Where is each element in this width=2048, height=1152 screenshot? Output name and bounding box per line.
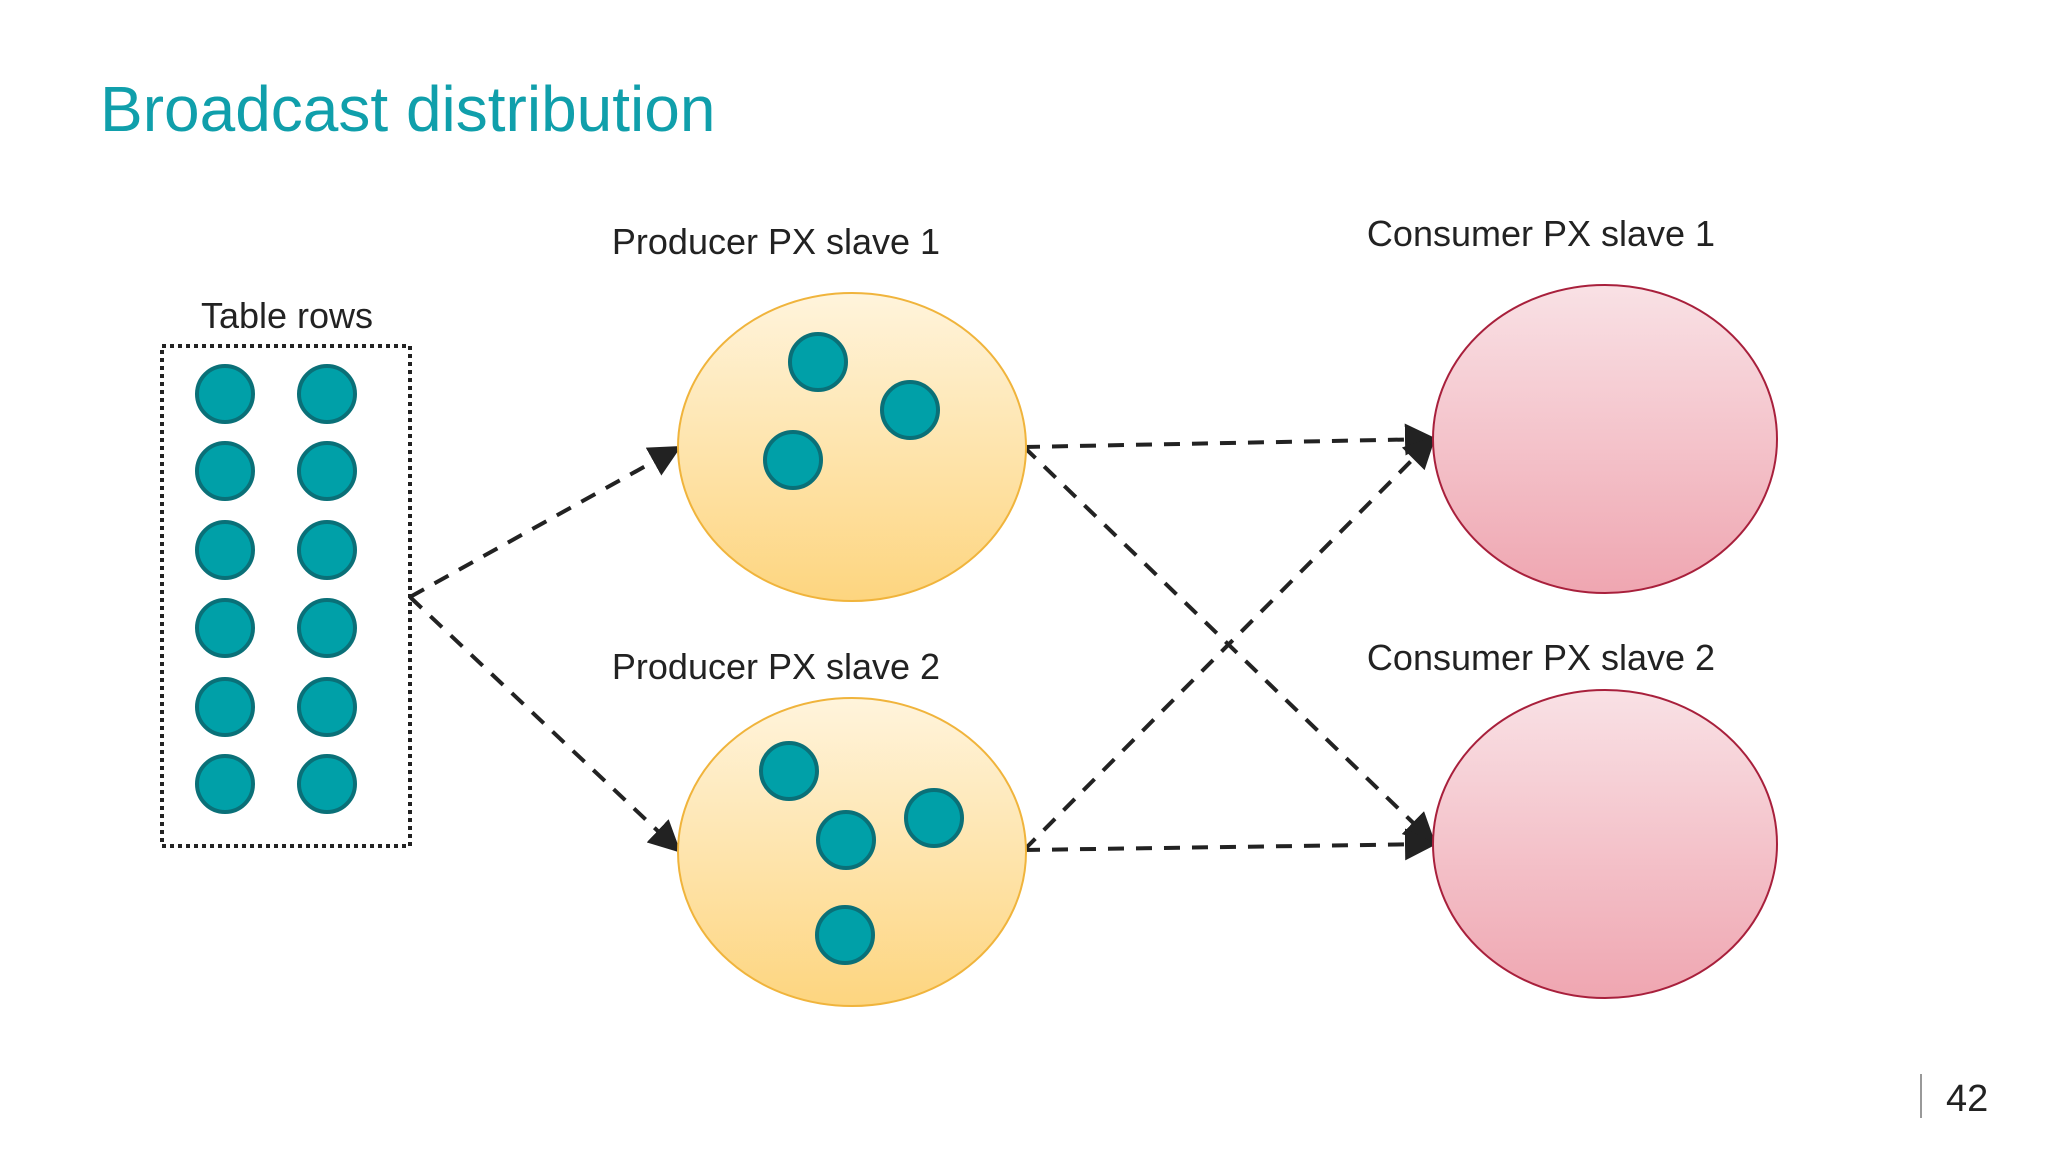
arrow-table-to-producer1 xyxy=(409,446,682,599)
consumer1-label: Consumer PX slave 1 xyxy=(1366,213,1716,254)
row-dot xyxy=(297,677,357,737)
row-dot xyxy=(195,441,255,501)
page-number-divider xyxy=(1920,1074,1922,1118)
row-dot xyxy=(195,520,255,580)
row-dot xyxy=(195,364,255,424)
producer1-node xyxy=(677,292,1027,602)
table-rows-label: Table rows xyxy=(200,295,374,336)
row-dot xyxy=(763,430,823,490)
arrows xyxy=(408,423,1437,861)
slide-title: Broadcast distribution xyxy=(100,73,716,145)
consumer2-node xyxy=(1432,689,1778,999)
arrow-p1-to-c1 xyxy=(1023,423,1437,456)
row-dot xyxy=(195,598,255,658)
row-dot xyxy=(815,905,875,965)
row-dot xyxy=(816,810,876,870)
producer1-label: Producer PX slave 1 xyxy=(611,221,941,262)
producer-row-dots xyxy=(759,332,964,965)
arrow-p2-to-c2 xyxy=(1023,828,1437,861)
row-dot xyxy=(297,364,357,424)
row-dot xyxy=(759,741,819,801)
row-dot xyxy=(788,332,848,392)
row-dot xyxy=(297,754,357,814)
arrow-table-to-producer2 xyxy=(408,595,681,853)
table-row-dots xyxy=(195,364,357,814)
arrow-p2-to-c1 xyxy=(1022,436,1436,852)
row-dot xyxy=(904,788,964,848)
producer2-label: Producer PX slave 2 xyxy=(611,646,941,687)
row-dot xyxy=(195,754,255,814)
row-dot xyxy=(297,520,357,580)
row-dot xyxy=(297,441,357,501)
row-dot xyxy=(880,380,940,440)
row-dot xyxy=(195,677,255,737)
consumer1-node xyxy=(1432,284,1778,594)
consumer2-label: Consumer PX slave 2 xyxy=(1366,637,1716,678)
page-number: 42 xyxy=(1946,1078,1989,1120)
row-dot xyxy=(297,598,357,658)
